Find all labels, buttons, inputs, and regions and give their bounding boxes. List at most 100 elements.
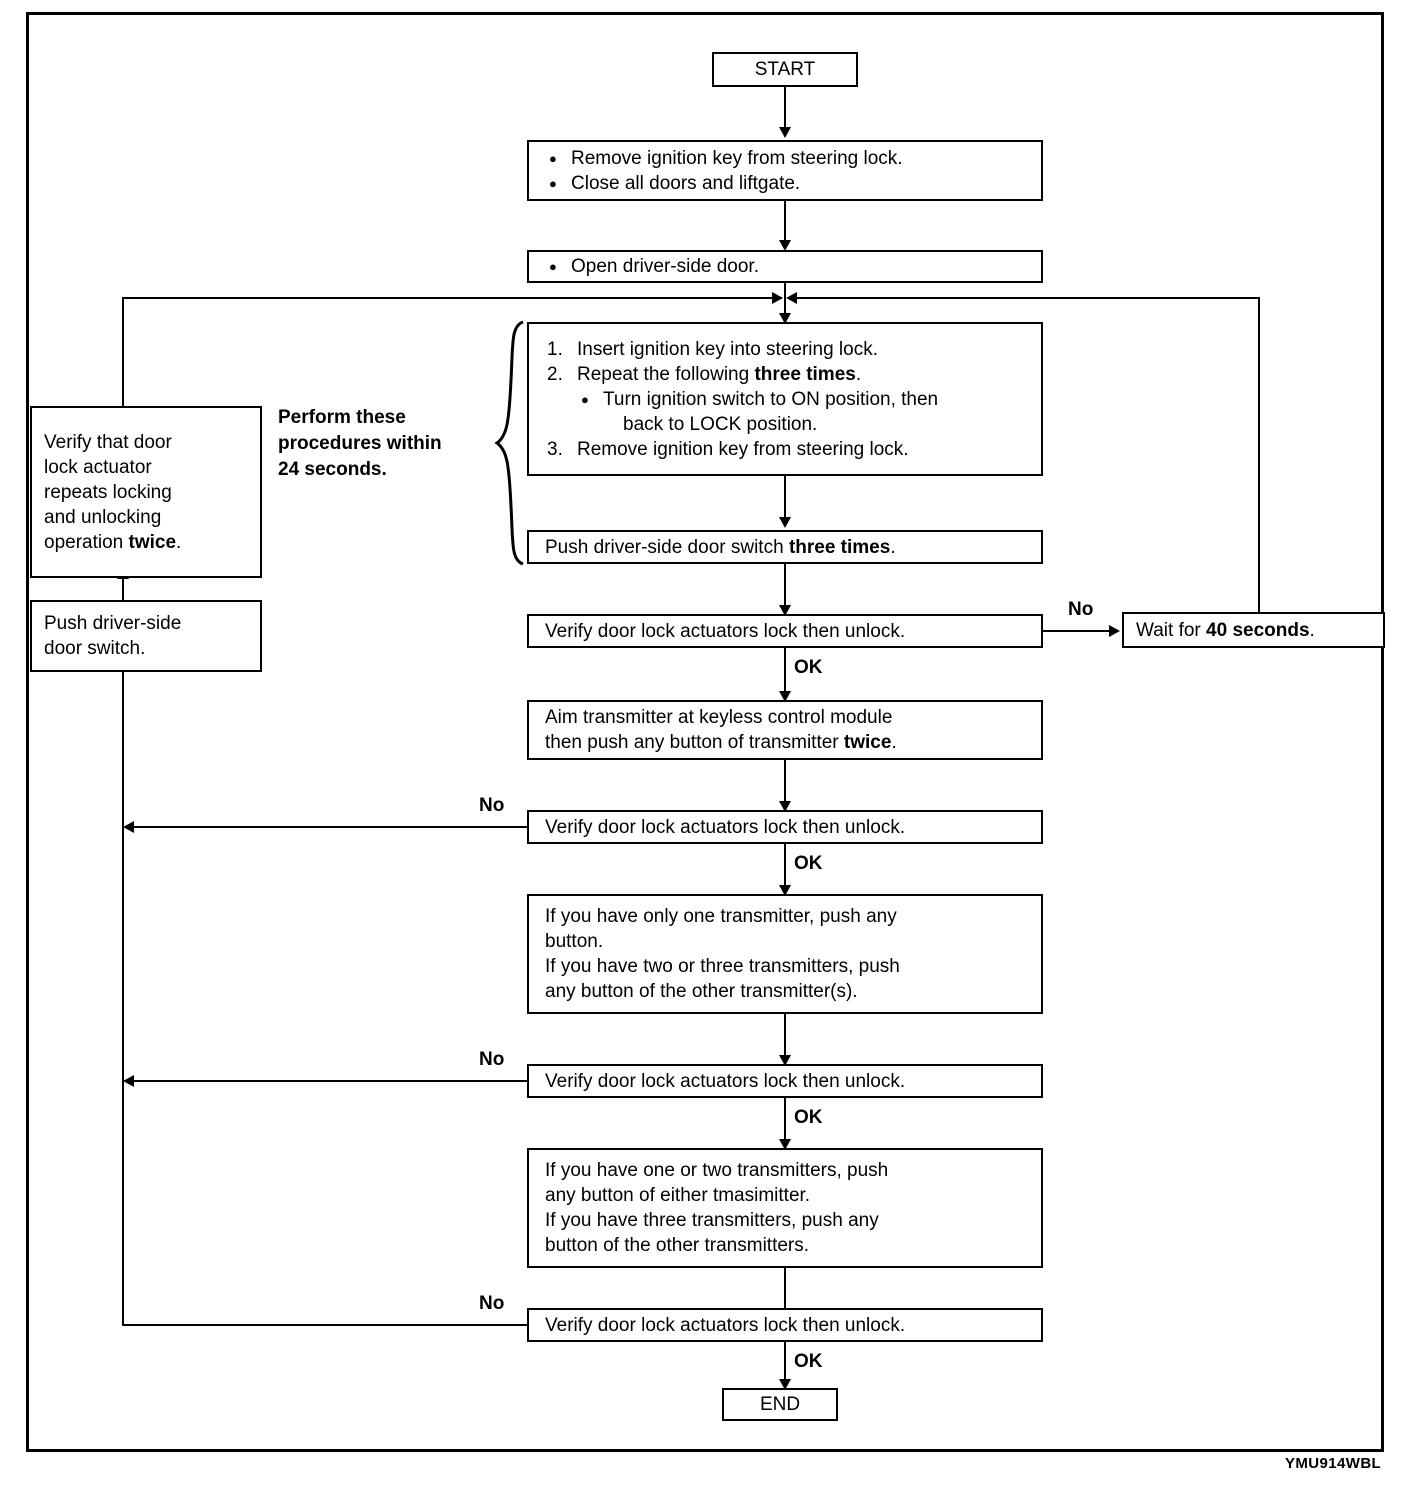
node-verify-repeat: Verify that door lock actuator repeats l… bbox=[30, 406, 262, 578]
step-3-number: 3. bbox=[547, 438, 563, 460]
edge-label-no-3: No bbox=[479, 1049, 505, 1070]
aim-line2-post: . bbox=[891, 732, 897, 753]
step-2-text-post: . bbox=[855, 363, 862, 385]
node-prep-bullet-2: Close all doors and liftgate. bbox=[545, 170, 1031, 197]
node-verify-1-label: Verify door lock actuators lock then unl… bbox=[545, 620, 906, 642]
edge-label-no-1: No bbox=[1068, 599, 1094, 620]
arrow-pushthree-to-verify1 bbox=[779, 605, 791, 616]
arrow-verify2-ok-to-choice1 bbox=[779, 885, 791, 896]
node-key-cycle-step-2: 2. Repeat the following three times. bbox=[545, 362, 1031, 387]
arrow-choice1-to-verify3 bbox=[779, 1055, 791, 1066]
node-verify-1: Verify door lock actuators lock then unl… bbox=[527, 614, 1043, 648]
node-transmitter-choice-2: If you have one or two transmitters, pus… bbox=[527, 1148, 1043, 1268]
node-start: START bbox=[712, 52, 858, 87]
figure-id-code: YMU914WBL bbox=[1285, 1455, 1382, 1472]
aim-line2-bold: twice bbox=[843, 732, 892, 753]
connector-verify3-ok-to-choice2 bbox=[784, 1098, 786, 1142]
arrow-verify3-ok-to-choice2 bbox=[779, 1139, 791, 1150]
arrow-aim-to-verify2 bbox=[779, 801, 791, 812]
timing-note: Perform these procedures within 24 secon… bbox=[278, 405, 442, 483]
arrow-loopback-left-into-junction bbox=[772, 292, 783, 304]
node-verify-3-label: Verify door lock actuators lock then unl… bbox=[545, 1070, 906, 1092]
node-end: END bbox=[722, 1388, 838, 1421]
connector-choice2-to-verify4 bbox=[784, 1268, 786, 1312]
step-2-number: 2. bbox=[547, 363, 563, 385]
wait-post: . bbox=[1309, 619, 1315, 641]
node-aim-line-2: then push any button of transmitter twic… bbox=[545, 730, 1031, 755]
verify-repeat-line-3: repeats locking bbox=[44, 481, 172, 503]
push-switch-line-1: Push driver-side bbox=[44, 613, 182, 634]
wait-bold: 40 seconds bbox=[1206, 619, 1310, 641]
connector-verify4-ok-to-end bbox=[784, 1342, 786, 1382]
node-prep-bullet-1: Remove ignition key from steering lock. bbox=[545, 145, 1031, 172]
step-2-text-bold: three times bbox=[754, 363, 856, 385]
connector-verify4-no-to-rail bbox=[123, 1324, 527, 1326]
edge-label-no-2: No bbox=[479, 795, 505, 816]
arrow-junction-to-keycycle bbox=[779, 313, 791, 324]
arrow-verify1-ok-to-aim bbox=[779, 691, 791, 702]
node-verify-4: Verify door lock actuators lock then unl… bbox=[527, 1308, 1043, 1342]
timing-brace bbox=[493, 318, 527, 568]
verify-repeat-line-5: operation twice. bbox=[44, 530, 252, 555]
connector-verify2-no-to-rail bbox=[134, 826, 527, 828]
node-prep: Remove ignition key from steering lock. … bbox=[527, 140, 1043, 201]
node-key-cycle-step-3: 3.Remove ignition key from steering lock… bbox=[545, 437, 1031, 462]
connector-choice1-to-verify3 bbox=[784, 1014, 786, 1058]
choice1-line-2: button. bbox=[545, 931, 604, 952]
choice2-line-1: If you have one or two transmitters, pus… bbox=[545, 1160, 889, 1181]
figure-border bbox=[26, 12, 1384, 1452]
connector-pushthree-to-verify1 bbox=[784, 564, 786, 608]
choice2-line-2: any button of either tmasimitter. bbox=[545, 1185, 811, 1206]
connector-verify1-no-to-wait bbox=[1043, 630, 1111, 632]
verify-repeat-last-post: . bbox=[176, 531, 182, 553]
node-key-cycle: 1.Insert ignition key into steering lock… bbox=[527, 322, 1043, 476]
connector-verify3-no-to-rail bbox=[134, 1080, 527, 1082]
node-open-door-bullet-1: Open driver-side door. bbox=[545, 253, 1031, 280]
node-aim-transmitter: Aim transmitter at keyless control modul… bbox=[527, 700, 1043, 760]
node-key-cycle-step-1: 1.Insert ignition key into steering lock… bbox=[545, 337, 1031, 362]
verify-repeat-line-2: lock actuator bbox=[44, 456, 152, 478]
node-key-cycle-substep-cont: back to LOCK position. bbox=[623, 413, 818, 435]
push-three-post: . bbox=[890, 536, 896, 558]
connector-pushswitch-to-verifyrepeat bbox=[122, 578, 124, 602]
edge-label-ok-1: OK bbox=[794, 657, 823, 678]
arrow-verify4-ok-to-end bbox=[779, 1379, 791, 1390]
arrow-verify1-no-to-wait bbox=[1109, 625, 1120, 637]
node-transmitter-choice-1: If you have only one transmitter, push a… bbox=[527, 894, 1043, 1014]
node-verify-3: Verify door lock actuators lock then unl… bbox=[527, 1064, 1043, 1098]
push-three-bold: three times bbox=[788, 536, 891, 558]
choice2-line-4: button of the other transmitters. bbox=[545, 1235, 810, 1256]
node-wait-label: Wait for 40 seconds. bbox=[1136, 618, 1375, 643]
node-verify-4-label: Verify door lock actuators lock then unl… bbox=[545, 1314, 906, 1336]
verify-repeat-last-pre: operation bbox=[44, 531, 129, 553]
push-switch-line-2: door switch. bbox=[44, 638, 146, 659]
connector-start-to-prep bbox=[784, 87, 786, 129]
verify-repeat-last-bold: twice bbox=[128, 531, 177, 553]
connector-aim-to-verify2 bbox=[784, 760, 786, 804]
node-verify-2-label: Verify door lock actuators lock then unl… bbox=[545, 816, 906, 838]
verify-repeat-line-1: Verify that door bbox=[44, 431, 172, 453]
edge-label-ok-3: OK bbox=[794, 1107, 823, 1128]
merge-bar-right bbox=[788, 297, 1260, 299]
choice2-line-3: If you have three transmitters, push any bbox=[545, 1210, 879, 1231]
aim-line2-pre: then push any button of transmitter bbox=[545, 732, 844, 753]
timing-note-line-1: Perform these bbox=[278, 407, 406, 428]
arrow-loopback-right-into-junction bbox=[786, 292, 797, 304]
timing-brace-svg bbox=[494, 320, 524, 566]
arrow-start-to-prep bbox=[779, 127, 791, 138]
connector-verify2-ok-to-choice1 bbox=[784, 844, 786, 888]
edge-label-no-4: No bbox=[479, 1293, 505, 1314]
arrow-keycycle-to-pushthree bbox=[779, 517, 791, 528]
node-key-cycle-substep: Turn ignition switch to ON position, the… bbox=[545, 386, 1031, 413]
step-1-text: Insert ignition key into steering lock. bbox=[577, 338, 878, 360]
node-push-switch-three-times: Push driver-side door switch three times… bbox=[527, 530, 1043, 564]
node-push-driver-side-door-switch: Push driver-side door switch. bbox=[30, 600, 262, 672]
connector-verify1-ok-to-aim bbox=[784, 648, 786, 694]
node-push-three-label: Push driver-side door switch three times… bbox=[545, 535, 1031, 560]
choice1-line-3: If you have two or three transmitters, p… bbox=[545, 956, 900, 977]
node-end-label: END bbox=[759, 1394, 801, 1415]
choice1-line-4: any button of the other transmitter(s). bbox=[545, 981, 858, 1002]
node-aim-line-1: Aim transmitter at keyless control modul… bbox=[545, 707, 893, 728]
step-2-text-pre: Repeat the following bbox=[577, 363, 755, 385]
connector-junction-to-keycycle bbox=[784, 298, 786, 316]
